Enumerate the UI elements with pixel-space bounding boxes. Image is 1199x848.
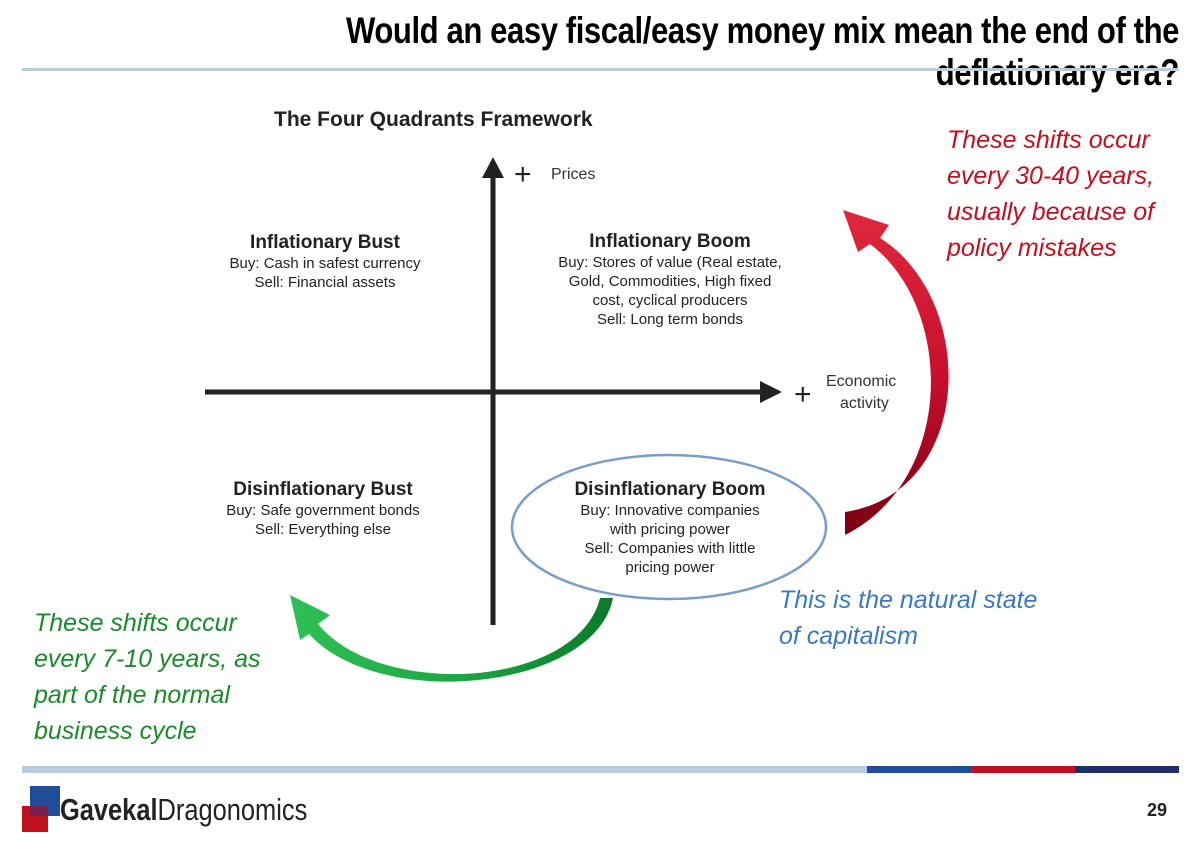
page-number: 29 bbox=[1146, 800, 1167, 820]
x-plus-sign: + bbox=[794, 378, 812, 411]
logo-brand-bold: Gavekal bbox=[60, 792, 158, 827]
quadrant-line: pricing power bbox=[625, 559, 715, 576]
bottom-bar-light bbox=[22, 766, 867, 773]
quadrant-line: Buy: Innovative companies bbox=[580, 502, 760, 519]
quadrant-inflationary-bust: Inflationary Bust Buy: Cash in safest cu… bbox=[195, 232, 455, 292]
quadrant-line: with pricing power bbox=[609, 521, 731, 538]
quadrant-line: Buy: Stores of value (Real estate, bbox=[558, 254, 782, 271]
x-axis-arrowhead bbox=[760, 381, 782, 403]
red-arrow bbox=[843, 210, 949, 535]
quadrant-line: Buy: Cash in safest currency bbox=[229, 255, 421, 272]
note-line: These shifts occur bbox=[34, 609, 237, 637]
quadrant-line: Sell: Companies with little bbox=[584, 540, 756, 557]
note-line: This is the natural state bbox=[779, 586, 1038, 614]
quadrant-line: Sell: Financial assets bbox=[254, 274, 396, 291]
y-axis-arrowhead bbox=[482, 157, 504, 178]
logo-brand-regular: Dragonomics bbox=[157, 792, 308, 827]
framework-title: The Four Quadrants Framework bbox=[274, 108, 593, 131]
bottom-bar-blue bbox=[867, 766, 971, 773]
note-line: every 30-40 years, bbox=[947, 162, 1155, 190]
company-logo: GavekalDragonomics bbox=[60, 792, 307, 828]
blue-note: This is the natural state of capitalism bbox=[779, 582, 1037, 654]
x-axis-label-line2: activity bbox=[840, 395, 889, 412]
green-note: These shifts occur every 7-10 years, as … bbox=[34, 605, 261, 749]
bottom-bar-navy bbox=[1075, 766, 1179, 773]
quadrant-heading: Disinflationary Bust bbox=[233, 479, 413, 500]
note-line: usually because of bbox=[947, 198, 1155, 226]
note-line: business cycle bbox=[34, 717, 197, 745]
y-axis-label: Prices bbox=[551, 166, 596, 183]
x-axis-label: Economic activity bbox=[826, 371, 896, 415]
quadrant-disinflationary-boom: Disinflationary Boom Buy: Innovative com… bbox=[530, 479, 810, 577]
quadrant-line: Buy: Safe government bonds bbox=[226, 502, 420, 519]
green-arrow bbox=[290, 595, 613, 682]
quadrant-line: Gold, Commodities, High fixed bbox=[568, 273, 772, 290]
quadrant-line: Sell: Long term bonds bbox=[597, 311, 743, 328]
y-plus-sign: + bbox=[514, 158, 532, 191]
top-divider bbox=[22, 68, 1179, 71]
note-line: every 7-10 years, as bbox=[34, 645, 261, 673]
slide-title: Would an easy fiscal/easy money mix mean… bbox=[345, 10, 1180, 93]
note-line: These shifts occur bbox=[947, 126, 1150, 154]
red-note: These shifts occur every 30-40 years, us… bbox=[947, 122, 1154, 266]
note-line: policy mistakes bbox=[947, 234, 1117, 262]
quadrant-line: cost, cyclical producers bbox=[592, 292, 748, 309]
x-axis-label-line1: Economic bbox=[826, 373, 897, 390]
quadrant-heading: Inflationary Boom bbox=[589, 231, 751, 252]
quadrant-inflationary-boom: Inflationary Boom Buy: Stores of value (… bbox=[520, 231, 820, 329]
quadrant-heading: Disinflationary Boom bbox=[574, 479, 766, 500]
note-line: part of the normal bbox=[34, 681, 230, 709]
logo-mark-icon bbox=[22, 786, 60, 832]
highlight-ellipse bbox=[510, 453, 828, 601]
quadrant-disinflationary-bust: Disinflationary Bust Buy: Safe governmen… bbox=[188, 479, 458, 539]
quadrant-heading: Inflationary Bust bbox=[250, 232, 400, 253]
note-line: of capitalism bbox=[779, 622, 918, 650]
bottom-bar-red bbox=[971, 766, 1075, 773]
quadrant-line: Sell: Everything else bbox=[255, 521, 391, 538]
